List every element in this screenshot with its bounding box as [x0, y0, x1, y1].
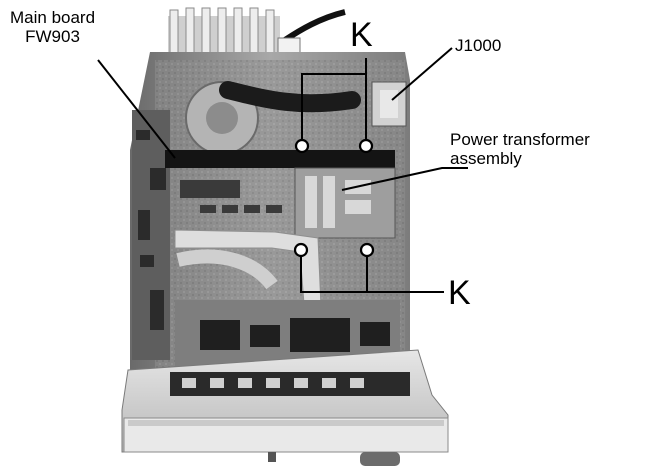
- top-cable: [283, 9, 346, 43]
- main-board-label-line2: FW903: [25, 27, 80, 47]
- power-transformer-label-line1: Power transformer: [450, 130, 590, 149]
- air-hose: [219, 81, 361, 113]
- j1000-label: J1000: [455, 36, 502, 55]
- k-label-bottom: K: [448, 274, 471, 312]
- k-label-top: K: [350, 16, 373, 54]
- volume-knob: [360, 452, 400, 466]
- power-transformer-label: Power transformer assembly: [450, 130, 590, 168]
- main-board-label-line1: Main board: [10, 8, 96, 27]
- main-board-label: Main board FW903: [10, 8, 95, 46]
- leader-lines: [97, 47, 468, 293]
- j1000-connector: [371, 81, 407, 127]
- heatsink: [168, 7, 280, 59]
- k-screw-markers: [293, 138, 375, 258]
- power-transformer-label-line2: assembly: [450, 149, 522, 169]
- cross-bar: [165, 150, 395, 168]
